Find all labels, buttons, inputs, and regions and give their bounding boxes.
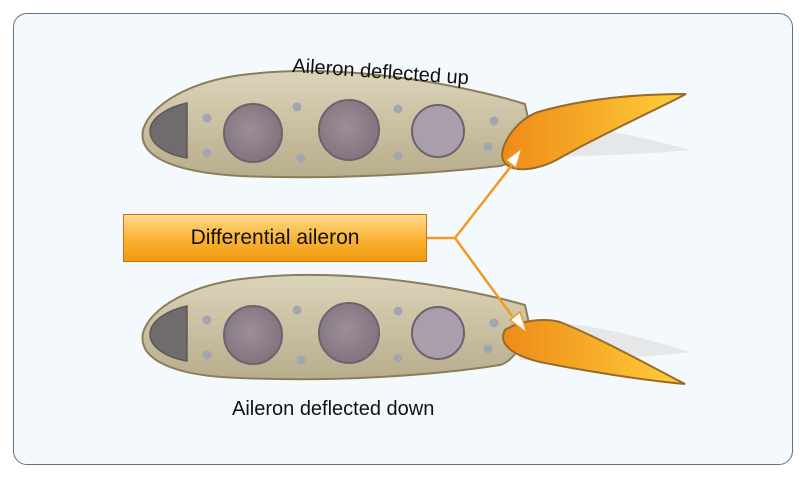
arrowhead-up — [504, 146, 524, 170]
callout-lines — [426, 164, 514, 317]
top-aileron — [501, 93, 687, 171]
bottom-leading-edge — [149, 305, 188, 362]
top-leading-edge — [149, 102, 188, 159]
top-hole-1 — [223, 103, 283, 163]
callout-label: Differential aileron — [190, 226, 360, 249]
bottom-aileron — [502, 319, 686, 385]
bottom-hole-1 — [223, 305, 283, 365]
bottom-hole-2 — [318, 302, 380, 364]
bottom-wing — [141, 273, 690, 385]
arrowhead-down — [508, 310, 529, 336]
bottom-label: Aileron deflected down — [232, 398, 434, 420]
bottom-rivets — [202, 305, 499, 365]
top-wing — [141, 70, 690, 179]
top-rivets — [202, 102, 499, 163]
differential-aileron-callout: Differential aileron — [123, 214, 427, 262]
top-hole-2 — [318, 99, 380, 161]
top-hole-3 — [411, 104, 465, 158]
bottom-hole-3 — [411, 306, 465, 360]
